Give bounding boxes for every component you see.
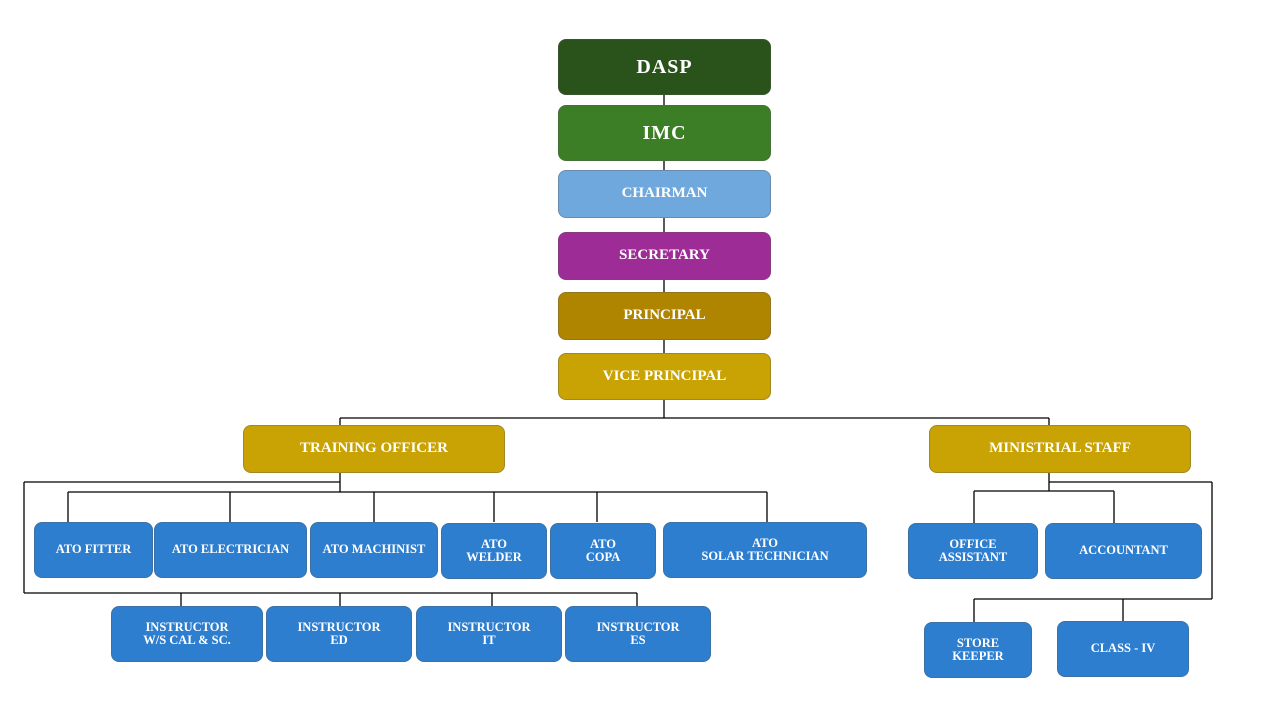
node-instructor-ed: INSTRUCTOR ED	[266, 606, 412, 662]
node-ato-solar-technician: ATO SOLAR TECHNICIAN	[663, 522, 867, 578]
node-ministrial-staff: MINISTRIAL STAFF	[929, 425, 1191, 473]
node-instructor-it: INSTRUCTOR IT	[416, 606, 562, 662]
node-training-officer: TRAINING OFFICER	[243, 425, 505, 473]
node-class-iv: CLASS - IV	[1057, 621, 1189, 677]
node-instructor-ws-cal-sc: INSTRUCTOR W/S CAL & SC.	[111, 606, 263, 662]
node-ato-welder: ATO WELDER	[441, 523, 547, 579]
node-ato-machinist: ATO MACHINIST	[310, 522, 438, 578]
node-accountant: ACCOUNTANT	[1045, 523, 1202, 579]
node-ato-copa: ATO COPA	[550, 523, 656, 579]
node-secretary: SECRETARY	[558, 232, 771, 280]
node-instructor-es: INSTRUCTOR ES	[565, 606, 711, 662]
node-ato-fitter: ATO FITTER	[34, 522, 153, 578]
node-principal: PRINCIPAL	[558, 292, 771, 340]
node-ato-electrician: ATO ELECTRICIAN	[154, 522, 307, 578]
node-vice-principal: VICE PRINCIPAL	[558, 353, 771, 400]
node-chairman: CHAIRMAN	[558, 170, 771, 218]
node-imc: IMC	[558, 105, 771, 161]
node-office-assistant: OFFICE ASSISTANT	[908, 523, 1038, 579]
node-store-keeper: STORE KEEPER	[924, 622, 1032, 678]
node-dasp: DASP	[558, 39, 771, 95]
